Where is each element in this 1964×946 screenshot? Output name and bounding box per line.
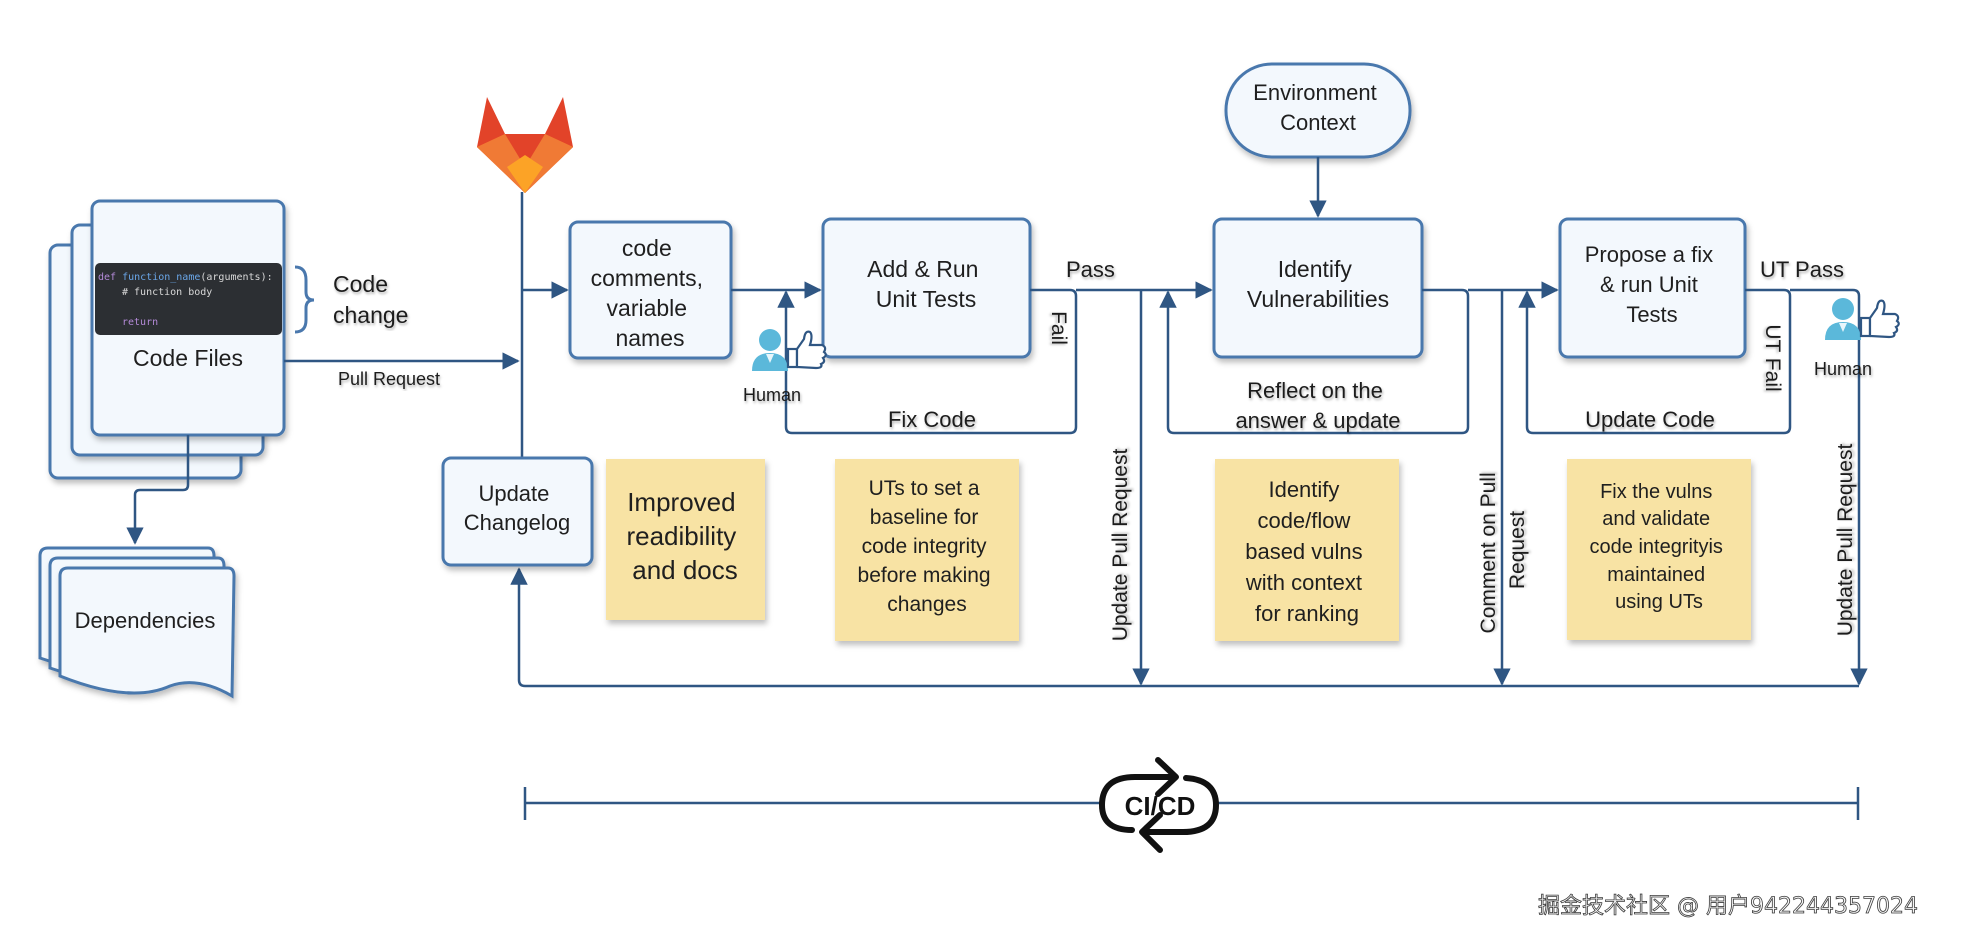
thumbs-up-icon: [786, 330, 827, 370]
code-snippet: [95, 263, 282, 335]
comment-pull-request-label: Comment on Pull Request: [1477, 467, 1529, 634]
thumbs-up-icon: [1859, 299, 1900, 339]
node-add-run-unit-tests-label: Add & Run Unit Tests: [867, 256, 985, 312]
node-update-changelog[interactable]: [441, 456, 594, 567]
code-change-brace: [294, 265, 315, 334]
svg-text:Improved readibility: Improved readibility and docs: [626, 487, 743, 585]
dependencies-label: Dependencies: [75, 608, 216, 633]
node-propose-fix-label: Propose a fix & run Unit Tests: [1585, 242, 1720, 327]
feedback-to-changelog-arrow: [510, 567, 1859, 688]
ut-fail-label: UT Fail: [1761, 324, 1784, 391]
fail-label: Fail: [1047, 311, 1070, 345]
dependency-page-front: [58, 566, 236, 699]
cicd-cycle-icon: CI/CD: [1098, 757, 1220, 853]
update-code-loop: [1518, 288, 1792, 435]
code-change-label-1: Code: [333, 271, 388, 297]
human-approval-1: [752, 329, 827, 371]
dependencies-connector: [126, 435, 190, 545]
pull-request-label: Pull Request: [338, 369, 440, 389]
fix-code-label: Fix Code: [888, 407, 976, 432]
svg-text:UTs to set a baseline fo: UTs to set a baseline for code integrity…: [858, 477, 997, 616]
node-update-changelog-label: Update Changelog: [464, 481, 570, 535]
sticky-note-ut-baseline: UTs to set a baseline for code integrity…: [835, 459, 1019, 641]
node-code-comments-label: code comments, variable names: [591, 235, 710, 351]
ut-pass-update-pr-arrow: [1790, 288, 1868, 686]
code-files-label: Code Files: [133, 345, 243, 371]
cicd-label: CI/CD: [1125, 791, 1196, 821]
sticky-note-fix-vulns: Fix the vulns and validate code integrit…: [1567, 459, 1751, 640]
gitlab-fox-icon: [477, 97, 573, 193]
code-line-1: def function_name(arguments):: [98, 272, 273, 283]
watermark: 掘金技术社区 @ 用户942244357024: [1538, 894, 1918, 919]
human-icon: [1832, 298, 1854, 320]
reflect-loop: [1159, 288, 1470, 435]
human-label-2: Human: [1814, 359, 1872, 379]
node-identify-vulnerabilities-label: Identify Vulnerabilities: [1247, 256, 1389, 312]
human-icon: [759, 329, 781, 351]
code-line-2: # function body: [122, 287, 212, 298]
human-approval-2: [1825, 298, 1900, 340]
pass-label: Pass: [1066, 257, 1115, 282]
node-environment-context-label: Environment Context: [1253, 80, 1383, 135]
code-change-label-2: change: [333, 302, 408, 328]
ut-pass-label: UT Pass: [1760, 257, 1844, 282]
node-identify-vulnerabilities[interactable]: [1212, 217, 1424, 359]
node-add-run-unit-tests[interactable]: [821, 217, 1032, 359]
sticky-note-identify-vulns: Identify code/flow based vulns with cont…: [1215, 459, 1399, 641]
code-files-stack: def function_name(arguments): # function…: [48, 199, 286, 480]
code-line-3: return: [122, 317, 158, 328]
update-code-label: Update Code: [1585, 407, 1715, 432]
dependencies-stack: Dependencies: [38, 546, 236, 699]
reflect-label: Reflect on the answer & update: [1235, 378, 1400, 433]
sticky-note-readability: Improved readibility and docs: [606, 459, 765, 620]
fix-code-loop: [777, 288, 1078, 435]
svg-text:Identify code/flow: Identify code/flow based vulns with cont…: [1245, 477, 1369, 626]
update-pull-request-label-1: Update Pull Request: [1109, 449, 1132, 642]
update-pull-request-label-2: Update Pull Request: [1834, 444, 1857, 637]
human-label-1: Human: [743, 385, 801, 405]
svg-text:Fix the vulns and valida: Fix the vulns and validate code integrit…: [1590, 481, 1729, 613]
node-propose-fix[interactable]: [1558, 217, 1747, 359]
